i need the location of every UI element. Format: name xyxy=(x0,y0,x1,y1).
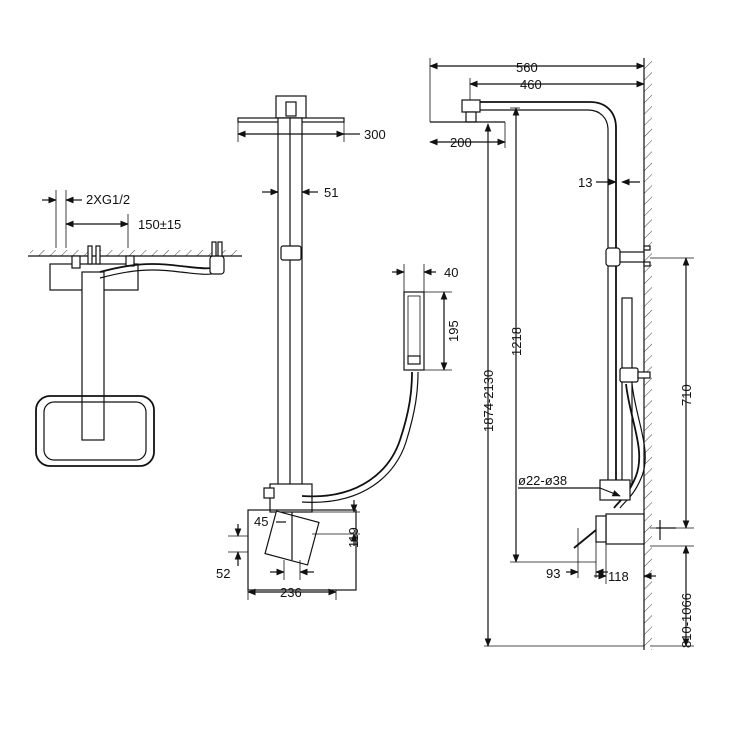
side-view-shower-arm xyxy=(462,101,617,480)
side-view-wall-hatch xyxy=(644,58,652,650)
top-view-wall-hatch xyxy=(30,250,240,256)
dim-valve-height-range: 810-1066 xyxy=(679,593,694,648)
dim-total-height: 1874-2130 xyxy=(481,370,496,432)
dim-head-width: 200 xyxy=(450,135,472,150)
top-view-outlet-left xyxy=(71,255,81,269)
top-view-bracket xyxy=(209,255,225,275)
top-view-riser xyxy=(81,271,105,441)
top-view-outlet-center-b xyxy=(95,245,101,265)
front-view-diverter-knob xyxy=(263,487,275,499)
dim-valve-offset: 45 xyxy=(254,514,268,529)
dim-valve-width: 236 xyxy=(280,585,302,600)
top-view: 2XG1/2 150±15 xyxy=(28,190,242,467)
dim-valve-depth: 52 xyxy=(216,566,230,581)
dim-hand-shower-length: 195 xyxy=(446,320,461,342)
top-view-outlet-center xyxy=(87,245,93,265)
top-view-hose xyxy=(99,263,219,273)
dim-arm-projection: 460 xyxy=(520,77,542,92)
dim-valve-height: 119 xyxy=(346,527,361,548)
dim-centre-distance: 150±15 xyxy=(138,217,181,232)
front-view-hand-shower xyxy=(403,291,425,371)
dim-hose-diameter: ø22-ø38 xyxy=(518,473,567,488)
dim-valve-projection: 118 xyxy=(608,569,629,584)
dim-arm-height: 1218 xyxy=(509,327,524,356)
side-view: 560 460 200 13 1218 1874-2130 710 ø22-ø3… xyxy=(429,58,694,650)
dim-wall-gap: 13 xyxy=(578,175,592,190)
dim-hand-shower-width: 40 xyxy=(444,265,458,280)
top-view-rain-head xyxy=(35,395,155,467)
dim-supply-connection: 2XG1/2 xyxy=(86,192,130,207)
side-view-valve-housing xyxy=(605,513,645,545)
front-view-hose xyxy=(301,371,413,498)
side-view-rain-head xyxy=(461,99,481,113)
dim-bracket-distance: 710 xyxy=(679,384,694,406)
dim-valve-centre-offset: 93 xyxy=(546,566,560,581)
front-view-valve xyxy=(269,483,313,513)
front-view: 300 51 40 195 45 119 52 xyxy=(216,95,461,600)
dim-riser-diameter: 51 xyxy=(324,185,338,200)
side-view-upper-bracket xyxy=(605,247,621,267)
dim-total-projection: 560 xyxy=(516,60,538,75)
side-view-valve-lever xyxy=(573,529,597,549)
dim-rain-head-size: 300 xyxy=(364,127,386,142)
side-view-valve-body xyxy=(599,479,631,501)
side-view-middle-bracket xyxy=(619,367,639,383)
front-view-slide-holder xyxy=(280,245,302,261)
